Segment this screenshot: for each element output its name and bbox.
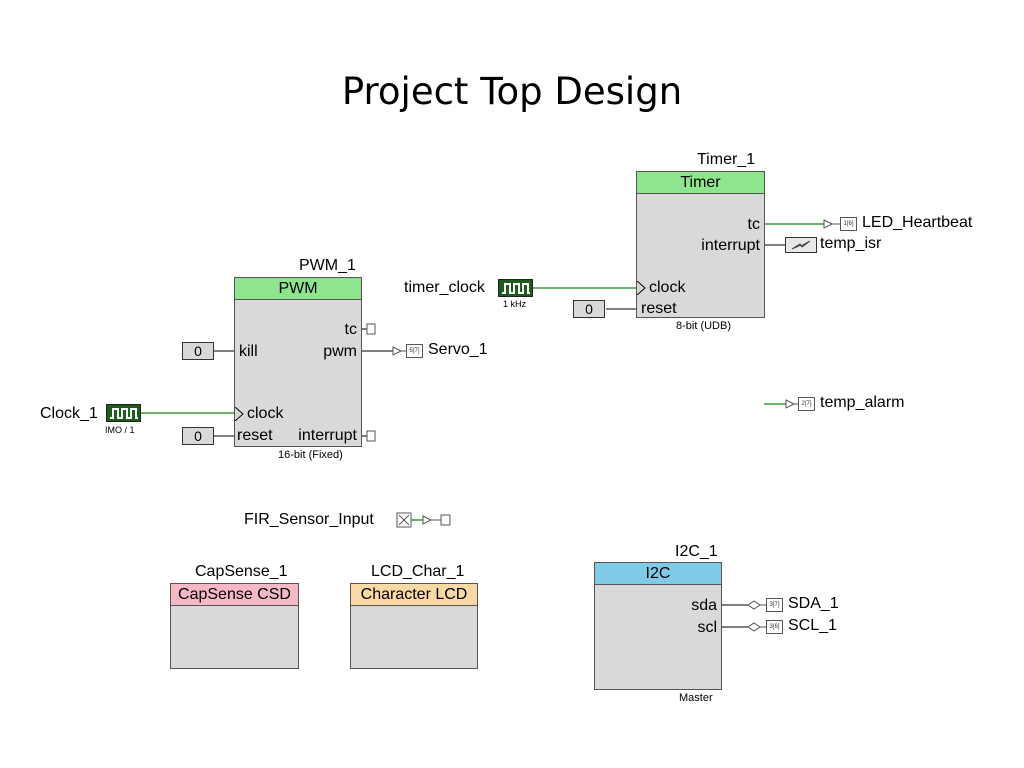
i2c-instance-label: I2C_1 xyxy=(675,543,718,560)
capsense-header: CapSense CSD xyxy=(171,584,298,606)
timer-clock-label: timer_clock xyxy=(404,279,485,296)
i2c-block[interactable]: I2C sda scl xyxy=(594,562,722,690)
temp-alarm-pin-tag: 2[7] xyxy=(798,397,815,411)
timer-clock-triangle xyxy=(637,281,646,295)
capsense-instance-label: CapSense_1 xyxy=(195,563,288,580)
scl-pin-tag: 3[6] xyxy=(766,620,783,634)
interrupt-icon xyxy=(791,240,811,250)
led-pin-tag: 1[6] xyxy=(840,217,857,231)
i2c-header: I2C xyxy=(595,563,721,585)
timer-pin-clock: clock xyxy=(649,279,686,296)
page-title: Project Top Design xyxy=(341,70,683,113)
timer-footer: 8-bit (UDB) xyxy=(676,320,732,332)
pwm-pin-clock: clock xyxy=(247,405,284,422)
pwm-clock-source[interactable] xyxy=(106,404,141,422)
pwm-block[interactable]: PWM tc kill pwm clock reset interrupt xyxy=(234,277,362,447)
timer-instance-label: Timer_1 xyxy=(697,151,756,168)
servo-label: Servo_1 xyxy=(428,341,488,358)
sda-label: SDA_1 xyxy=(788,595,839,612)
lcd-block[interactable]: Character LCD xyxy=(350,583,478,669)
pwm-kill-const[interactable]: 0 xyxy=(182,342,214,360)
fir-sensor-label: FIR_Sensor_Input xyxy=(244,511,374,528)
timer-pin-tc: tc xyxy=(747,216,760,233)
temp-isr-block[interactable] xyxy=(785,237,817,253)
pwm-clock-triangle xyxy=(235,407,244,421)
pwm-clock-freq: IMO / 1 xyxy=(105,425,135,435)
i2c-pin-scl: scl xyxy=(697,619,717,636)
sda-pin-tag: 3[7] xyxy=(766,598,783,612)
pwm-pin-reset: reset xyxy=(237,427,273,444)
pwm-header: PWM xyxy=(235,278,361,300)
pwm-reset-const[interactable]: 0 xyxy=(182,427,214,445)
pwm-footer: 16-bit (Fixed) xyxy=(278,449,343,461)
i2c-pin-sda: sda xyxy=(691,597,717,614)
pwm-pin-kill: kill xyxy=(239,343,258,360)
capsense-block[interactable]: CapSense CSD xyxy=(170,583,299,669)
temp-alarm-label: temp_alarm xyxy=(820,394,905,411)
lcd-instance-label: LCD_Char_1 xyxy=(371,563,465,580)
timer-pin-reset: reset xyxy=(641,300,677,317)
timer-clock-source[interactable] xyxy=(498,279,533,297)
timer-pin-interrupt: interrupt xyxy=(701,237,760,254)
temp-isr-label: temp_isr xyxy=(820,235,882,252)
timer-header: Timer xyxy=(637,172,764,194)
pwm-pin-tc: tc xyxy=(344,321,357,338)
timer-clock-freq: 1 kHz xyxy=(503,299,527,309)
timer-block[interactable]: Timer tc interrupt clock reset xyxy=(636,171,765,318)
pwm-pin-pwm: pwm xyxy=(323,343,357,360)
scl-label: SCL_1 xyxy=(788,617,837,634)
clock-wave-icon xyxy=(502,283,530,294)
lcd-header: Character LCD xyxy=(351,584,477,606)
pwm-pin-interrupt: interrupt xyxy=(298,427,357,444)
pwm-clock-label: Clock_1 xyxy=(40,405,98,422)
led-heartbeat-label: LED_Heartbeat xyxy=(862,214,973,231)
pwm-instance-label: PWM_1 xyxy=(299,257,356,274)
clock-wave-icon xyxy=(110,408,138,419)
servo-pin-tag: 5[7] xyxy=(406,344,423,358)
i2c-footer: Master xyxy=(679,692,713,704)
timer-reset-const[interactable]: 0 xyxy=(573,300,605,318)
